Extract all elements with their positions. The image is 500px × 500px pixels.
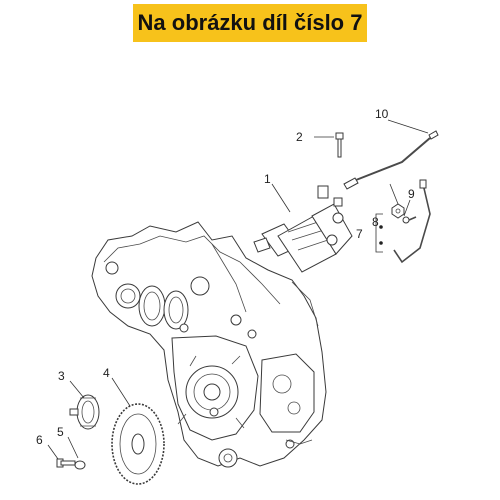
bolt-part-2 [335,132,344,158]
ring-gear-part-4 [111,403,165,485]
leader-lines [47,119,429,460]
terminal-part-8 [393,179,431,264]
washer-part-5 [74,460,86,470]
callout-5: 5 [57,425,64,439]
callout-1: 1 [264,172,271,186]
callout-3: 3 [58,369,65,383]
callout-8: 8 [372,215,379,229]
callout-6: 6 [36,433,43,447]
callout-10: 10 [375,107,389,121]
callout-9: 9 [408,187,415,201]
screw-part-6 [56,458,76,468]
group-bracket [375,213,383,253]
callout-7: 7 [356,227,363,241]
pinion-gear-part-3 [69,394,100,430]
battery-cable-part-10 [343,130,439,190]
callout-2: 2 [296,130,303,144]
starter-motor [253,185,353,273]
callout-8-dot [379,225,383,229]
engine-housing [91,221,327,468]
nut-part-9 [391,203,405,219]
page-title-banner: Na obrázku díl číslo 7 [133,4,367,42]
callout-4: 4 [103,366,110,380]
callout-labels: 1 2 3 4 5 6 7 8 9 10 [36,107,415,447]
callout-7-dot [379,241,383,245]
page-title: Na obrázku díl číslo 7 [137,10,363,35]
